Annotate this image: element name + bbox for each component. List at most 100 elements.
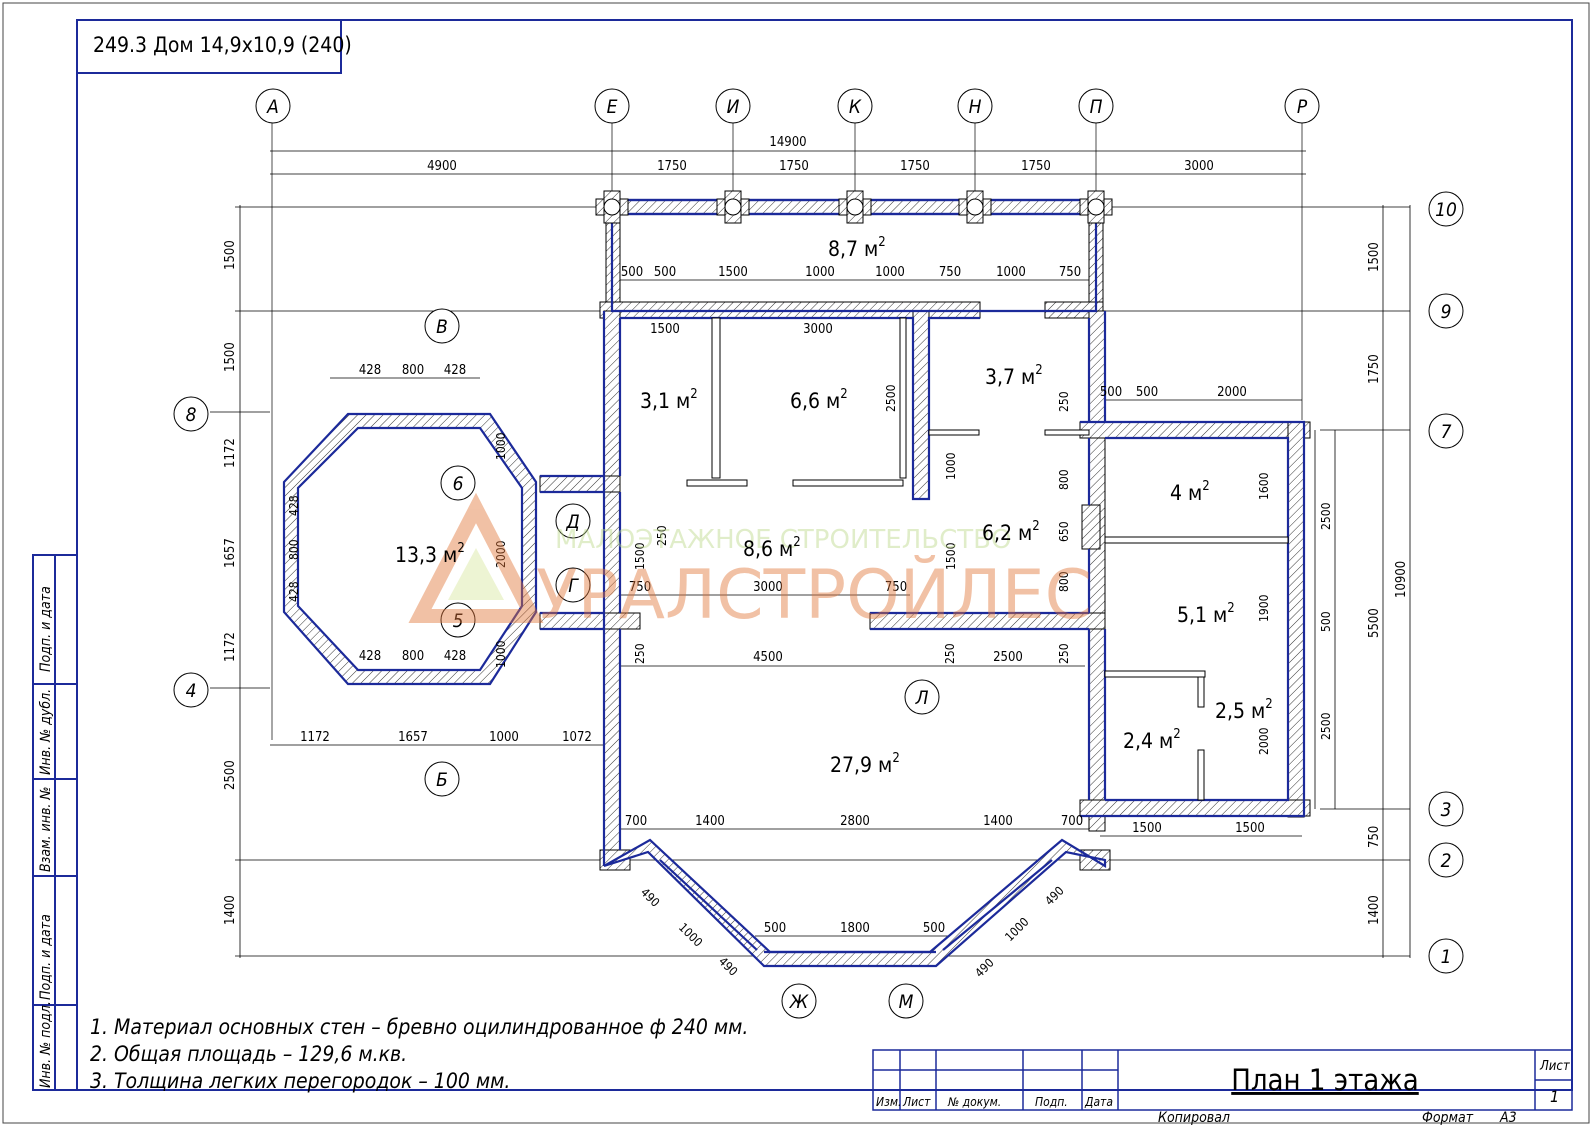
axis-bubbles-right: 10 9 7 3 2 1 [1428, 191, 1464, 974]
axis-label-k: К [849, 96, 862, 118]
room-area-3-7: 3,7 м2 [985, 363, 1043, 389]
dim-rs-11: 1500 [1235, 821, 1265, 836]
dim-mid-3: 750 [885, 580, 907, 595]
dim-v-7: 250 [655, 525, 669, 546]
dim-row9-7: 1000 [996, 265, 1026, 280]
tb-col-date: Дата [1084, 1095, 1113, 1109]
room-area-27-9: 27,9 м2 [830, 751, 900, 777]
axis-label-i: И [727, 96, 740, 118]
room-area-6-6: 6,6 м2 [790, 387, 848, 413]
dim-oct-bot-2: 800 [402, 649, 424, 664]
axis-label-m: М [899, 991, 914, 1013]
dim-top-3: 1750 [779, 159, 809, 174]
dim-oct-top-3: 428 [444, 363, 466, 378]
watermark-line2: УРАЛСТРОЙЛЕС [536, 555, 1092, 635]
dim-left-5: 1172 [223, 632, 238, 662]
dimension-lines [239, 150, 1411, 958]
room-areas: 8,7 м2 3,1 м2 6,6 м2 3,7 м2 13,3 м2 8,6 … [395, 235, 1273, 777]
dim-v-15: 1000 [494, 640, 508, 668]
dim-rs-1: 500 [1100, 385, 1122, 400]
axis-label-l: Л [915, 687, 929, 709]
room-area-2-5: 2,5 м2 [1215, 697, 1273, 723]
dim-oct-left-2: 800 [287, 539, 301, 560]
dim-row9-5: 1000 [875, 265, 905, 280]
axis-bubbles-misc: В Б 6 5 Д Г Л Ж М [424, 308, 940, 1019]
dim-left-1: 1500 [223, 240, 238, 270]
dim-bay-3: 2800 [840, 814, 870, 829]
dim-bay-4: 1400 [983, 814, 1013, 829]
axis-label-10: 10 [1435, 199, 1457, 221]
dim-right-3: 5500 [1367, 608, 1382, 638]
stamp-replace-no: Взам. инв. № [38, 786, 54, 872]
dim-right-1: 1500 [1367, 242, 1382, 272]
stamp-sign-date-1: Подп. и дата [38, 586, 54, 672]
dim-oct-base-4: 1072 [562, 730, 592, 745]
dim-lower-2: 2500 [993, 650, 1023, 665]
axis-label-zh: Ж [789, 991, 810, 1013]
dim-row9-2: 500 [654, 265, 676, 280]
dim-left-4: 1657 [223, 538, 238, 568]
dim-under9-2: 3000 [803, 322, 833, 337]
porch-posts [595, 190, 1113, 224]
dim-v-2: 1000 [944, 452, 958, 480]
dim-left-6: 2500 [223, 760, 238, 790]
dim-rs-3: 2000 [1217, 385, 1247, 400]
partitions [686, 317, 1289, 801]
dim-right-4: 1400 [1367, 895, 1382, 925]
room-area-4: 4 м2 [1170, 479, 1210, 505]
dim-diag-6: 490 [1042, 884, 1067, 909]
stamp-dup-no: Инв. № дубл. [38, 689, 54, 775]
dim-top-5: 1750 [1021, 159, 1051, 174]
stamp-orig-no: Инв. № подл. [38, 1001, 54, 1088]
room-area-5-1: 5,1 м2 [1177, 601, 1235, 627]
stamp-sign-date-2: Подп. и дата [38, 914, 54, 1000]
dim-oct-top-1: 428 [359, 363, 381, 378]
dim-right-5: 750 [1367, 826, 1382, 848]
format-value: А3 [1499, 1110, 1517, 1126]
axis-label-7: 7 [1441, 421, 1452, 443]
axis-label-9: 9 [1441, 301, 1452, 323]
dim-oct-base-1: 1172 [300, 730, 330, 745]
dim-left-2: 1500 [223, 342, 238, 372]
dim-v-5: 800 [1057, 571, 1071, 592]
dim-oct-base-2: 1657 [398, 730, 428, 745]
dim-diag-5: 1000 [1002, 915, 1031, 944]
title-block: Изм. Лист № докум. Подп. Дата План 1 эта… [872, 1049, 1573, 1126]
watermark-line1: МАЛОЭТАЖНОЕ СТРОИТЕЛЬСТВО [555, 525, 1011, 555]
dim-rs-2: 500 [1136, 385, 1158, 400]
axis-label-d: Д [565, 511, 579, 533]
tb-col-list: Лист [902, 1095, 931, 1109]
axis-label-5: 5 [453, 610, 464, 632]
axis-label-8: 8 [186, 404, 197, 426]
room-area-porch: 8,7 м2 [828, 235, 886, 261]
dim-v-8: 250 [633, 643, 647, 664]
dim-row9-6: 750 [939, 265, 961, 280]
dim-diag-1: 490 [638, 885, 663, 910]
dim-rs-10: 1500 [1132, 821, 1162, 836]
dim-bay2-2: 1800 [840, 921, 870, 936]
room-area-8-6: 8,6 м2 [743, 535, 801, 561]
dim-left-7: 1400 [223, 895, 238, 925]
sheet-number: 1 [1550, 1087, 1559, 1106]
copied-by: Копировал [1158, 1110, 1230, 1126]
dim-row9-4: 1000 [805, 265, 835, 280]
axis-label-g: Г [568, 575, 579, 597]
dim-diag-4: 490 [972, 956, 997, 981]
dim-row9-3: 1500 [718, 265, 748, 280]
dim-bay-1: 700 [625, 814, 647, 829]
dim-lower-1: 4500 [753, 650, 783, 665]
axis-label-r: Р [1297, 96, 1308, 118]
axis-label-p: П [1090, 96, 1103, 118]
dim-right-total: 10900 [1394, 561, 1409, 598]
dim-oct-base-3: 1000 [489, 730, 519, 745]
dim-under9-1: 1500 [650, 322, 680, 337]
axis-label-6: 6 [453, 473, 464, 495]
room-area-3-1: 3,1 м2 [640, 387, 698, 413]
dim-oct-top-2: 800 [402, 363, 424, 378]
dim-rs-7: 2500 [1319, 502, 1333, 530]
dim-row9-8: 750 [1059, 265, 1081, 280]
dim-mid-2: 3000 [753, 580, 783, 595]
title-box [76, 19, 342, 74]
dim-top-2: 1750 [657, 159, 687, 174]
